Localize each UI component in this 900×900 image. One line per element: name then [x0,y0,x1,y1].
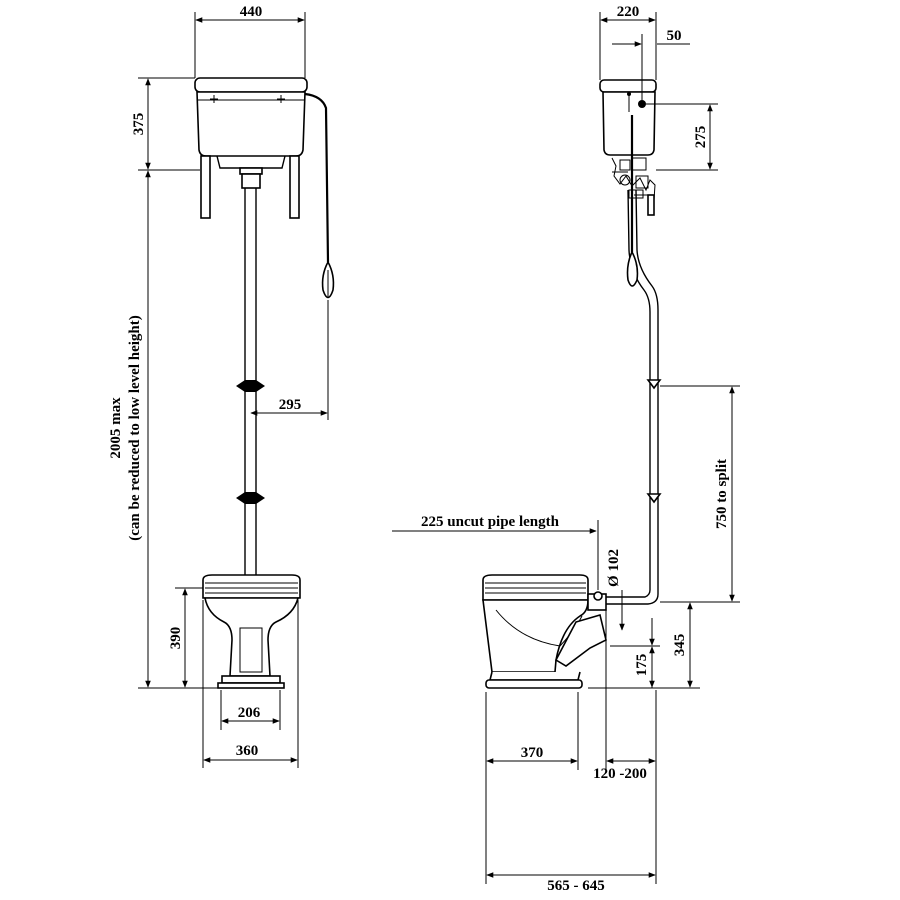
front-flush-pipe [236,188,265,578]
dim-outlet-low-height: 175 [634,654,650,677]
dim-bracket-height: 275 [693,126,709,149]
dim-uncut-pipe: 225 uncut pipe length [421,514,560,530]
dim-pan-foot-width: 206 [238,705,261,721]
dim-overall-height-note: (can be reduced to low level height) [127,315,143,541]
dim-overall-depth: 565 - 645 [547,878,605,894]
front-pull-chain [304,92,335,299]
side-dimensions: 220 50 275 750 to split 225 uncut pipe l… [392,4,740,894]
dim-outlet-diameter: Ø 102 [606,549,622,587]
dim-outlet-projection: 120 -200 [593,766,647,782]
dim-cistern-height: 375 [131,113,147,136]
dim-cistern-depth: 220 [617,4,640,20]
dim-cistern-offset: 50 [667,28,682,44]
dim-cistern-width: 440 [240,4,263,20]
dim-split-height: 750 to split [714,459,730,529]
front-pan [202,574,301,689]
front-cistern [194,77,308,219]
dim-overall-height: 2005 max [108,397,124,459]
front-dimensions: 440 375 2005 max (can be reduced to low … [108,4,329,768]
dim-outlet-centre-height: 345 [672,634,688,657]
side-pan [482,574,607,689]
front-view: 440 375 2005 max (can be reduced to low … [108,4,335,768]
side-flush-pipe [606,115,662,605]
dim-pan-height: 390 [168,627,184,650]
dim-pan-depth: 370 [521,745,544,761]
side-view: 220 50 275 750 to split 225 uncut pipe l… [392,4,740,894]
dim-chain-offset: 295 [279,397,302,413]
dim-pan-width: 360 [236,743,259,759]
